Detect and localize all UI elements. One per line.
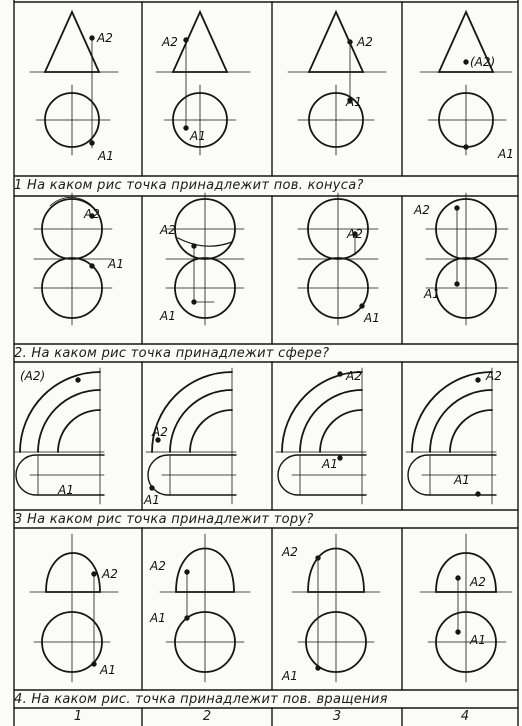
torus-figure-1 [13, 367, 105, 505]
label-r1c4-top: (A2) [470, 55, 495, 69]
point-labels: A2 A1 A2 A1 A2 A1 (A2) A1 A2 A1 A2 A1 A2… [20, 31, 514, 683]
revolution-figure-4 [419, 533, 513, 683]
label-r2c3-top: A2 [346, 227, 363, 241]
cone-figure-2 [155, 9, 251, 156]
label-r2c2-top: A2 [159, 223, 176, 237]
label-r4c2-top: A2 [149, 559, 166, 573]
label-r4c3-bot: A1 [281, 669, 298, 683]
label-r3c1-bot: A1 [57, 483, 74, 497]
revolution-figure-2 [159, 533, 251, 683]
sphere-figure-4 [425, 192, 509, 326]
label-r1c2-top: A2 [161, 35, 178, 49]
label-r2c1-top: A2 [83, 207, 100, 221]
label-r2c4-bot: A1 [423, 287, 440, 301]
label-r4c3-top: A2 [281, 545, 298, 559]
label-r1c3-top: A2 [356, 35, 373, 49]
label-r2c3-bot: A1 [363, 311, 380, 325]
row2-spheres [33, 192, 509, 326]
cone-figure-4 [419, 9, 513, 156]
answer-number-3: 3 [332, 709, 342, 724]
torus-figure-2 [145, 367, 237, 505]
label-r1c4-bot: A1 [497, 147, 514, 161]
question-3: 3 На каком рис точка принадлежит тору? [14, 512, 314, 527]
label-r1c3-bot: A1 [345, 95, 362, 109]
label-r3c2-bot: A1 [143, 493, 160, 507]
label-r4c1-top: A2 [101, 567, 118, 581]
torus-figure-3 [275, 367, 367, 505]
grid-lines [13, 0, 519, 726]
label-r2c4-top: A2 [413, 203, 430, 217]
revolution-figure-3 [291, 533, 381, 683]
label-r2c1-bot: A1 [107, 257, 124, 271]
label-r3c1-top: (A2) [20, 369, 45, 383]
label-r4c4-bot: A1 [469, 633, 486, 647]
row4-revolution [29, 533, 513, 683]
cone-figure-1 [29, 9, 119, 156]
row3-tori [13, 367, 497, 505]
label-r4c2-bot: A1 [149, 611, 166, 625]
label-r1c2-bot: A1 [189, 129, 206, 143]
answer-number-1: 1 [73, 709, 83, 724]
label-r3c3-bot: A1 [321, 457, 338, 471]
question-2: 2. На каком рис точка принадлежит сфере? [14, 346, 330, 361]
label-r3c4-bot: A1 [453, 473, 470, 487]
label-r4c4-top: A2 [469, 575, 486, 589]
row1-cones [29, 9, 513, 156]
label-r3c4-top: A2 [485, 369, 502, 383]
question-1: 1 На каком рис точка принадлежит пов. ко… [14, 178, 364, 193]
label-r3c2-top: A2 [151, 425, 168, 439]
cone-figure-3 [287, 9, 387, 156]
label-r1c1-bot: A1 [97, 149, 114, 163]
label-r4c1-bot: A1 [99, 663, 116, 677]
answer-number-2: 2 [202, 709, 212, 724]
question-4: 4. На каком рис. точка принадлежит пов. … [14, 692, 388, 707]
revolution-figure-1 [29, 533, 119, 683]
label-r3c3-top: A2 [345, 369, 362, 383]
label-r2c2-bot: A1 [159, 309, 176, 323]
label-r1c1-top: A2 [96, 31, 113, 45]
torus-figure-4 [405, 367, 497, 505]
answer-number-4: 4 [460, 709, 470, 724]
sphere-figure-2 [165, 192, 245, 326]
sphere-figure-1 [33, 192, 113, 326]
sphere-figure-3 [297, 192, 379, 326]
